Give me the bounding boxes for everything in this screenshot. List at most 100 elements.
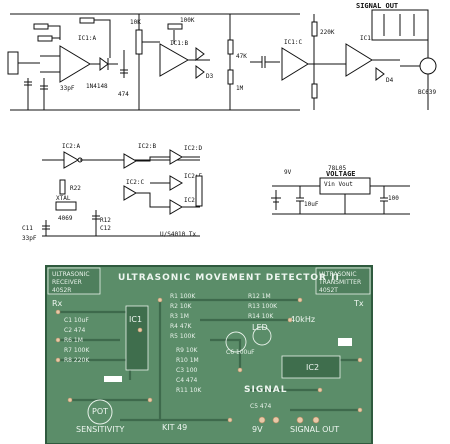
resistor-r2	[37, 35, 53, 42]
tx-transducer	[195, 175, 203, 207]
label-ic1b: IC1:B	[170, 40, 188, 47]
pcb-signal-label: SIGNAL	[244, 385, 287, 395]
label-regulator: 78L05	[328, 165, 346, 172]
pcb-comp-c5: C5 474	[250, 403, 272, 410]
pcb-comp-r9: R9 10K	[176, 347, 199, 354]
label-c474: 474	[118, 91, 129, 98]
label-ic2b: IC2:B	[138, 143, 156, 150]
pcb-white-pad-right	[338, 338, 352, 346]
label-r220k: 220K	[320, 29, 335, 36]
pcb-comp-r10: R10 1M	[176, 357, 199, 364]
pcb-transmitter-line-3: 40S2T	[319, 287, 338, 294]
label-c12: C12	[100, 225, 111, 232]
label-c33p: 33pF	[60, 85, 75, 92]
pcb-comp-r13: R13 100K	[248, 303, 278, 310]
pcb-comp-r3: R3 1M	[170, 313, 189, 320]
pcb-comp-r1: R1 100K	[170, 293, 196, 300]
pcb-pot-label: POT	[92, 407, 108, 416]
pcb-pads	[55, 297, 363, 424]
label-r100k: 100K	[180, 17, 195, 24]
rx-transducer	[7, 51, 19, 75]
resistor-r4	[167, 23, 183, 30]
pcb-comp-r14: R14 10K	[248, 313, 274, 320]
pcb-ic1-label: IC1	[129, 315, 142, 324]
pcb-tx-label: Tx	[353, 299, 364, 308]
label-ic1d: IC1:D	[360, 35, 378, 42]
pcb-transmitter-line-2: TRANSMITTER	[318, 279, 361, 286]
resistor-r14	[311, 83, 318, 99]
resistor-r12	[227, 69, 234, 85]
label-d3: D3	[206, 73, 214, 80]
pcb-comp-c2: C2 474	[64, 327, 86, 334]
resistor-r13	[311, 21, 318, 37]
opamp-ic1b	[159, 43, 190, 77]
pcb-ic1-footprint	[125, 305, 149, 371]
pcb-ic2-footprint	[281, 355, 341, 379]
pcb-kit-label: KIT 49	[162, 423, 187, 432]
opamp-ic1d	[345, 43, 373, 77]
label-c10u: 10uF	[304, 201, 319, 208]
pcb-component-labels: R1 100K R2 10K R3 1M R4 47K R5 100K C1 1…	[64, 293, 278, 410]
receiver-schematic: IC1:A 1N4148 33pF 474 10K IC1:B 100K D3 …	[7, 2, 437, 111]
label-d1: 1N4148	[86, 83, 108, 90]
label-ic1a: IC1:A	[78, 35, 96, 42]
pcb-comp-r2: R2 10K	[170, 303, 193, 310]
opamp-ic1c	[281, 47, 309, 81]
label-reg-pins: Vin Vout	[324, 181, 353, 188]
pcb-comp-c4: C4 474	[176, 377, 198, 384]
diode-d3	[195, 65, 205, 79]
oscillator-schematic: IC2:A R22 XTAL 4069 C11 33pF R12 C12 IC2…	[22, 143, 203, 242]
resistor-r11	[227, 39, 234, 55]
pcb-receiver-box	[47, 267, 101, 295]
pcb-receiver-line-3: 40S2R	[52, 287, 71, 294]
pcb-receiver-line-1: ULTRASONIC	[52, 271, 90, 278]
pcb-comp-r6: R6 1M	[64, 337, 83, 344]
label-c100: 100	[388, 195, 399, 202]
pcb-comp-r11: R11 10K	[176, 387, 202, 394]
pcb-transmitter-line-1: ULTRASONIC	[319, 271, 357, 278]
pcb-title: ULTRASONIC MOVEMENT DETECTOR II	[118, 273, 340, 283]
pcb-signal-out-label: SIGNAL OUT	[290, 425, 339, 434]
label-cd4069: 4069	[58, 215, 73, 222]
pcb-comp-r4: R4 47K	[170, 323, 193, 330]
diode-d2	[195, 47, 205, 61]
pcb-sensitivity-label: SENSITIVITY	[76, 425, 125, 434]
pcb-comp-r8: R8 220K	[64, 357, 90, 364]
pcb-white-pad-left	[104, 376, 122, 382]
diode-d1	[99, 57, 109, 71]
pcb-board: ULTRASONIC RECEIVER 40S2R ULTRASONIC TRA…	[45, 265, 373, 444]
pcb-rx-label: Rx	[52, 299, 63, 308]
label-c11: C11	[22, 225, 33, 232]
pcb-comp-c1: C1 10uF	[64, 317, 89, 324]
inverter-ic2e	[169, 175, 183, 191]
label-r47k: 47K	[236, 53, 247, 60]
label-r10k: 10K	[130, 19, 141, 26]
label-signal-out-top: SIGNAL OUT	[356, 2, 398, 10]
label-r12: R12	[100, 217, 111, 224]
crystal-xtal	[55, 201, 77, 211]
pcb-receiver-line-2: RECEIVER	[52, 279, 82, 286]
label-ic2d: IC2:D	[184, 145, 202, 152]
label-voltage: VOLTAGE	[326, 170, 356, 178]
pcb-comp-c3: C3 100	[176, 367, 198, 374]
pcb-comp-r12: R12 1M	[248, 293, 271, 300]
label-ic2a: IC2:A	[62, 143, 80, 150]
pcb-comp-c6: C6 100uF	[226, 349, 255, 356]
pcb-freq-label: 40kHz	[290, 315, 315, 324]
pcb-9v-label: 9V	[252, 425, 263, 434]
label-xtal: XTAL	[56, 195, 71, 202]
label-ic2e: IC2:E	[184, 173, 202, 180]
label-r1m: 1M	[236, 85, 244, 92]
pcb-led-label: LED	[252, 323, 268, 332]
resistor-r1	[33, 23, 49, 30]
opamp-ic1a	[59, 45, 91, 83]
inverter-ic2a	[63, 151, 80, 169]
pcb-ic2-label: IC2	[306, 363, 319, 372]
pcb-comp-r5: R5 100K	[170, 333, 196, 340]
inverter-ic2c	[123, 185, 137, 201]
pcb-led-footprint	[252, 326, 272, 346]
pcb-cap-c6	[225, 331, 247, 353]
resistor-r3	[79, 17, 95, 24]
